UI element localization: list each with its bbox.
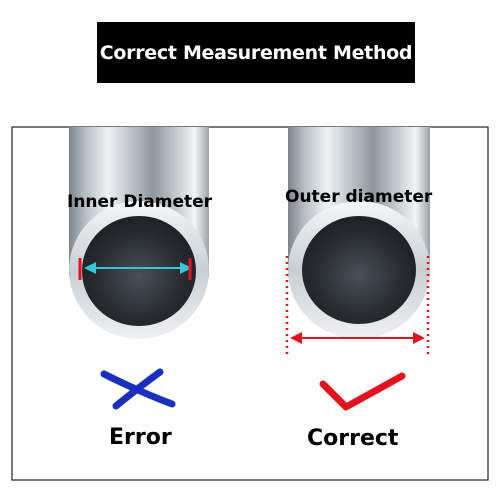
- right-pipe-hole: [302, 216, 416, 324]
- check-icon: [319, 372, 406, 411]
- panel-frame: [11, 126, 489, 481]
- inner-diameter-arrow: [78, 258, 192, 280]
- page-title: Correct Measurement Method: [99, 41, 413, 64]
- outer-diameter-label: Outer diameter: [285, 187, 433, 207]
- right-pipe: [288, 127, 430, 339]
- left-pipe: [69, 127, 209, 339]
- correct-label: Correct: [307, 426, 399, 451]
- outer-diameter-arrow: [285, 256, 430, 356]
- left-pipe-hole: [82, 216, 196, 326]
- title-banner: Correct Measurement Method: [97, 22, 415, 83]
- cross-icon: [100, 368, 176, 410]
- inner-diameter-label: Inner Diameter: [67, 192, 213, 212]
- error-label: Error: [109, 425, 172, 450]
